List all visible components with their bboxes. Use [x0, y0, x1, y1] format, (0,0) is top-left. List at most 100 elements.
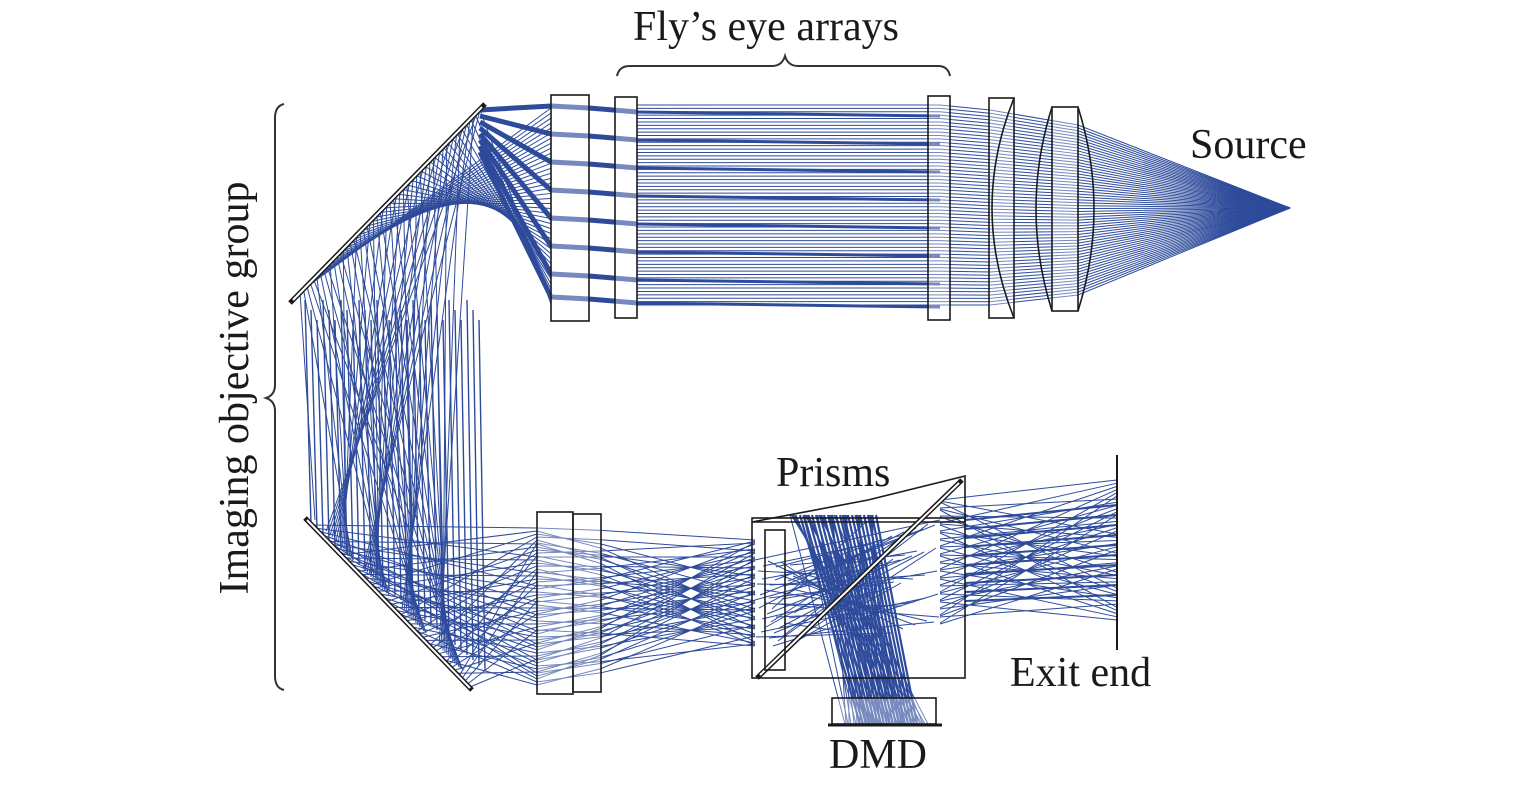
ray [447, 584, 756, 666]
bottom-ray-bundle [309, 524, 756, 688]
ray [964, 524, 1118, 539]
ray [342, 557, 756, 635]
ray [404, 584, 756, 622]
ray [438, 151, 552, 260]
ray [428, 539, 756, 647]
ray [637, 104, 1291, 209]
ray [636, 110, 941, 118]
ray [964, 564, 1118, 575]
ray [375, 590, 756, 619]
ray [637, 207, 1291, 263]
ray [939, 500, 1118, 535]
source-lens-2-curve [1035, 106, 1053, 312]
ray [477, 144, 638, 283]
ray [477, 138, 638, 255]
ray [637, 207, 1291, 233]
flys-eye-array-1 [614, 96, 638, 319]
condenser-lens-1 [550, 94, 590, 322]
ray [336, 552, 756, 661]
flys-eye-brace [616, 52, 951, 77]
prism-top-edge [751, 474, 966, 523]
ray [870, 514, 916, 725]
ray [370, 319, 378, 581]
ray [637, 179, 1291, 209]
ray [637, 207, 1291, 276]
ray [964, 534, 1118, 548]
ray [637, 207, 1291, 215]
ray [637, 207, 1291, 253]
ray [415, 542, 756, 633]
ray [454, 309, 462, 651]
ray [317, 532, 756, 616]
prism-inner-face [764, 529, 786, 671]
ray [478, 126, 638, 199]
ray [366, 566, 756, 664]
ray [406, 319, 414, 611]
relay-lens-1 [536, 511, 574, 695]
ray [396, 612, 756, 667]
ray [842, 514, 895, 725]
ray [320, 535, 756, 645]
ray [637, 151, 1291, 209]
ray [637, 207, 1291, 270]
ray [460, 319, 468, 656]
ray [326, 264, 462, 670]
ray [352, 319, 360, 566]
ray [637, 207, 1291, 237]
ray [326, 540, 756, 643]
ray [637, 111, 1291, 209]
ray [364, 309, 372, 576]
ray [637, 207, 1291, 280]
exit-ray-bundle [939, 479, 1118, 625]
ray [346, 309, 354, 561]
ray [372, 562, 756, 602]
ray [637, 207, 1291, 260]
ray [362, 109, 481, 570]
flys-eye-array-2 [927, 95, 951, 321]
ray [376, 299, 384, 586]
ray [453, 560, 756, 672]
ray [358, 299, 366, 571]
source-label: Source [1190, 122, 1307, 168]
ray [437, 568, 756, 655]
ray [369, 533, 756, 586]
ray [466, 299, 474, 661]
ray [637, 135, 1291, 209]
ray [458, 542, 756, 677]
ray [637, 207, 1291, 218]
objective-ray-bundle [299, 109, 486, 672]
ray [858, 514, 907, 725]
ray [637, 175, 1291, 209]
ray [451, 137, 552, 275]
ray [818, 514, 877, 725]
ray [637, 182, 1291, 209]
ray [850, 514, 901, 725]
ray [636, 278, 941, 286]
ray [846, 514, 898, 725]
ray [798, 514, 862, 725]
ray [340, 299, 348, 556]
ray [447, 142, 552, 270]
ray [637, 207, 1291, 273]
relay-lens-2 [572, 513, 602, 693]
ray [328, 309, 336, 546]
ray [442, 146, 552, 265]
ray [637, 206, 1291, 212]
ray [636, 194, 941, 202]
ray [466, 629, 756, 685]
ray [323, 538, 756, 674]
ray [388, 578, 756, 606]
ray [461, 128, 552, 285]
ray [637, 207, 1291, 250]
source-lens-2-curve-back [1077, 106, 1095, 312]
ray [469, 552, 756, 688]
ray [309, 524, 756, 541]
ray [637, 207, 1291, 221]
ray [331, 546, 756, 603]
ray [315, 530, 756, 587]
dmd-label: DMD [829, 732, 928, 778]
ray [456, 577, 756, 674]
ray [434, 551, 756, 652]
ray [310, 309, 318, 531]
ray [964, 574, 1118, 584]
